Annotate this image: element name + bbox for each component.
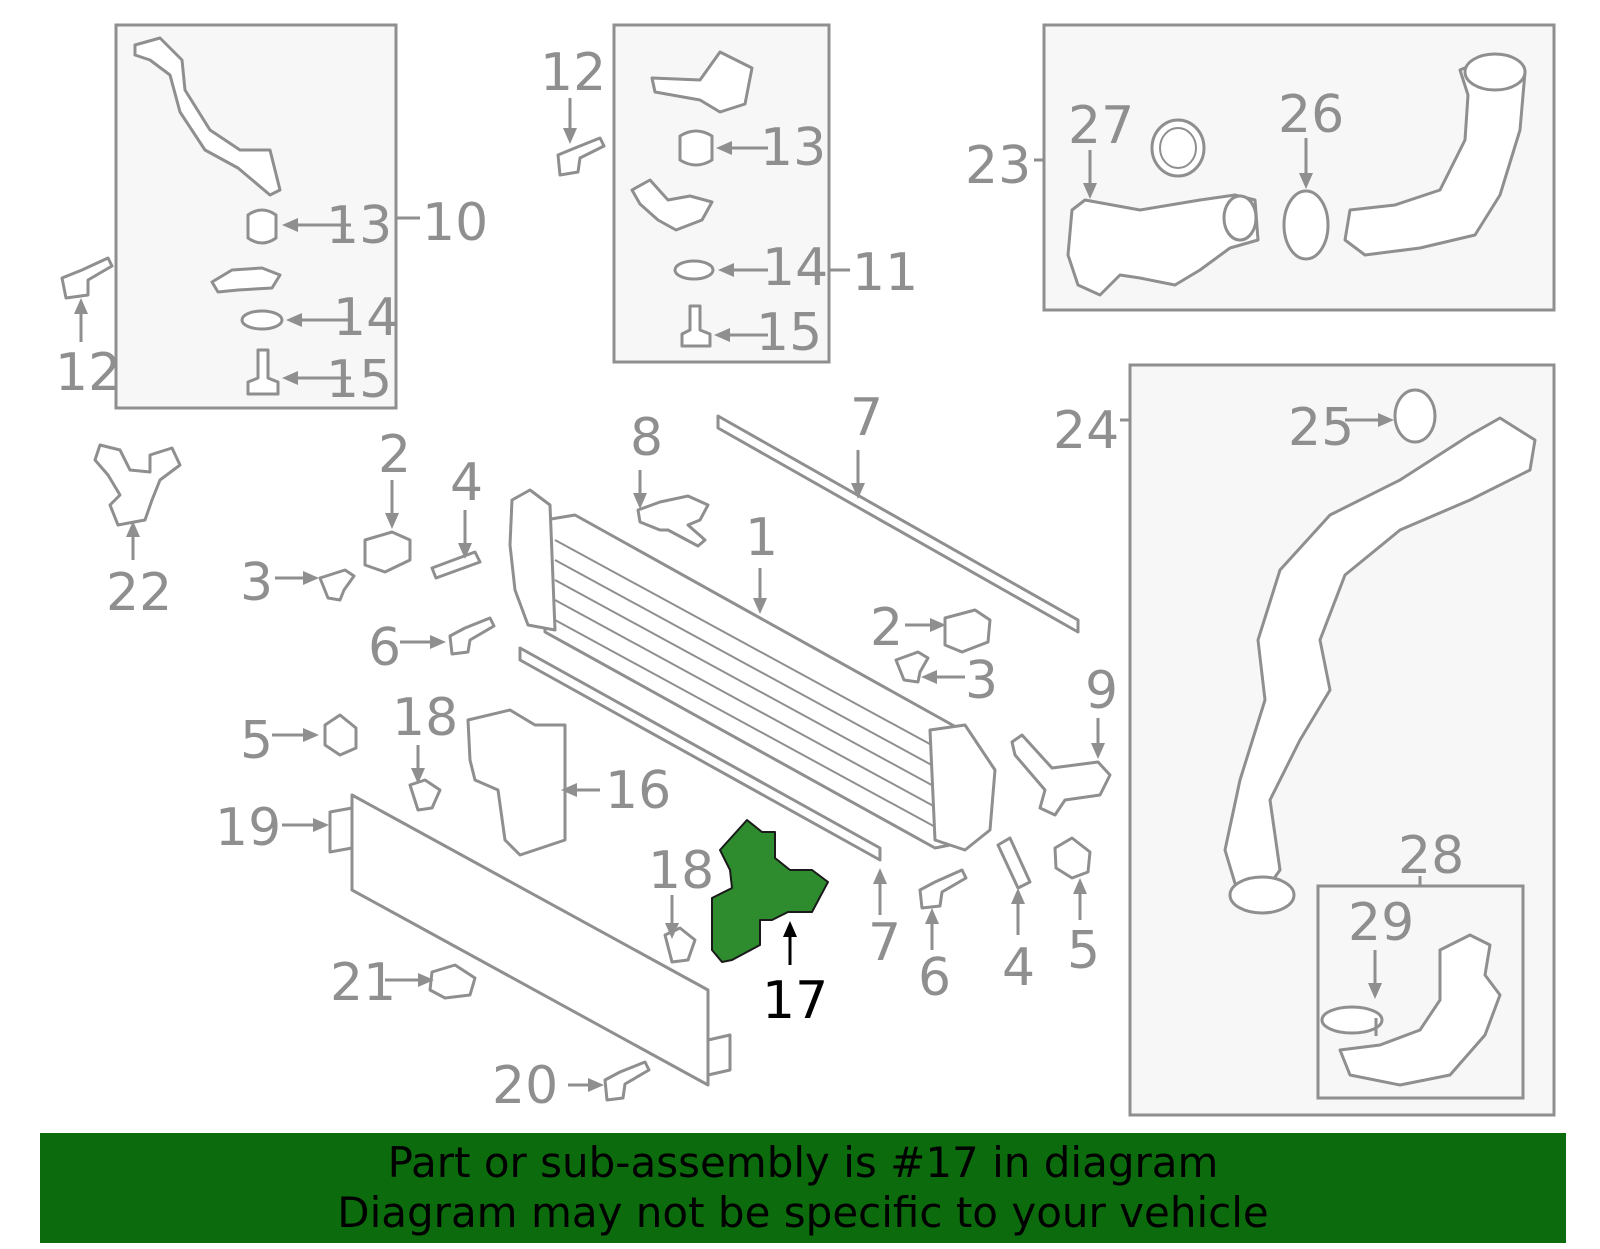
intercooler-tank-right <box>928 723 997 852</box>
banner-line-1: Part or sub-assembly is #17 in diagram <box>387 1138 1219 1187</box>
arrowhead-17 <box>783 921 797 937</box>
nut-5-left <box>323 713 358 757</box>
info-banner: Part or sub-assembly is #17 in diagram D… <box>40 1133 1566 1243</box>
arrows <box>74 98 1422 1092</box>
label-14-box11: 14 <box>762 238 828 298</box>
label-3-left: 3 <box>240 553 273 613</box>
label-13-box11: 13 <box>760 118 826 178</box>
label-1: 1 <box>745 508 778 568</box>
label-8: 8 <box>630 408 663 468</box>
bracket-8 <box>636 494 710 548</box>
label-13-box10: 13 <box>326 196 392 256</box>
washer-14-box11 <box>673 259 715 281</box>
bushing-2-right <box>943 608 992 654</box>
bolt-20 <box>603 1060 651 1102</box>
label-9: 9 <box>1085 661 1118 721</box>
label-29: 29 <box>1348 893 1414 953</box>
isolator-13-box10 <box>246 208 278 245</box>
highlighted-part-17[interactable] <box>711 819 829 963</box>
label-15-box11: 15 <box>756 303 822 363</box>
label-23: 23 <box>965 136 1031 196</box>
bolt-15-box10 <box>246 348 280 396</box>
label-6-right: 6 <box>918 948 951 1008</box>
pin-4-right <box>996 836 1032 890</box>
banner-line-2: Diagram may not be specific to your vehi… <box>337 1188 1269 1237</box>
bolt-6-right <box>918 868 968 910</box>
pipe-end-23 <box>1222 194 1258 242</box>
label-7-bottom: 7 <box>868 913 901 973</box>
label-18-left: 18 <box>392 688 458 748</box>
bolt-3-left <box>318 568 356 602</box>
shield-19-tab-left <box>328 806 354 854</box>
pipe-24-end <box>1228 875 1296 915</box>
pipe-29 <box>1338 933 1502 1087</box>
washer-14-box10 <box>240 309 284 331</box>
label-5-right: 5 <box>1067 921 1100 981</box>
shield-19 <box>350 793 710 1087</box>
bracket-10 <box>133 36 282 197</box>
bushing-2-left <box>363 530 412 574</box>
seal-25 <box>1393 388 1437 444</box>
bolt-6-left <box>448 616 496 656</box>
label-18-right: 18 <box>648 841 714 901</box>
isolator-13-box11 <box>678 129 714 167</box>
intake-pipe-23 <box>1066 193 1260 297</box>
gasket-29 <box>1320 1005 1384 1035</box>
bolt-15-box11 <box>680 304 712 348</box>
nut-5-right <box>1053 836 1092 880</box>
label-15-box10: 15 <box>326 350 392 410</box>
label-12-mid: 12 <box>540 43 606 103</box>
label-10: 10 <box>422 193 488 253</box>
hose-23 <box>1343 53 1527 257</box>
label-2-left: 2 <box>378 425 411 485</box>
label-4-right: 4 <box>1002 938 1035 998</box>
label-20: 20 <box>492 1056 558 1116</box>
intercooler-tank-left <box>508 488 557 632</box>
pipe-24 <box>1223 416 1537 907</box>
label-4-left: 4 <box>450 453 483 513</box>
clip-18-left <box>408 778 442 812</box>
label-16: 16 <box>605 761 671 821</box>
label-25: 25 <box>1288 398 1354 458</box>
label-3-right: 3 <box>965 651 998 711</box>
o-ring-27-inner <box>1159 127 1197 169</box>
label-28: 28 <box>1398 826 1464 886</box>
label-12-left: 12 <box>55 343 121 403</box>
strip-7-top <box>716 414 1080 634</box>
label-6-left: 6 <box>368 618 401 678</box>
bracket-9 <box>1010 733 1112 817</box>
clip-box10 <box>210 266 282 294</box>
label-24: 24 <box>1053 401 1119 461</box>
bolt-12-left <box>60 256 114 300</box>
label-2-right: 2 <box>870 598 903 658</box>
harness-22 <box>93 443 182 527</box>
label-17: 17 <box>762 971 828 1031</box>
label-7-top: 7 <box>850 388 883 448</box>
bolt-12-mid <box>556 136 606 177</box>
label-19: 19 <box>215 798 281 858</box>
label-14-box10: 14 <box>333 288 399 348</box>
bracket-11 <box>650 50 754 114</box>
clip-box11 <box>630 178 714 232</box>
shield-19-tab-right <box>706 1033 732 1077</box>
duct-16 <box>466 708 567 857</box>
label-27: 27 <box>1068 96 1134 156</box>
intercooler-fins <box>554 539 951 836</box>
bolt-3-right <box>894 650 930 684</box>
label-5-left: 5 <box>240 711 273 771</box>
clamp-26 <box>1282 189 1330 261</box>
label-22: 22 <box>106 563 172 623</box>
pin-4-left <box>430 550 482 580</box>
label-21: 21 <box>330 953 396 1013</box>
strip-7-bottom <box>518 646 882 862</box>
label-26: 26 <box>1278 85 1344 145</box>
label-11: 11 <box>852 243 918 303</box>
hose-23-end <box>1463 52 1527 92</box>
clip-21 <box>428 963 477 1000</box>
